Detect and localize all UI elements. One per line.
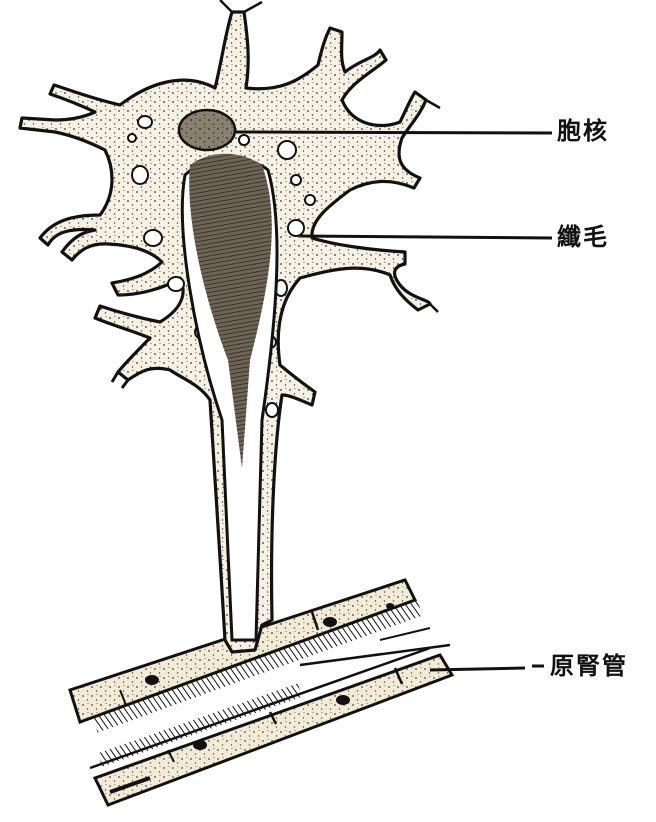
tubule-nucleus xyxy=(336,695,350,705)
label-cell-body: 胞核 xyxy=(557,119,609,143)
tubule-nucleus xyxy=(193,740,207,750)
tubule-nucleus xyxy=(323,617,337,627)
leader-line-cilia xyxy=(300,236,552,238)
flame-cell-body xyxy=(20,0,440,652)
leader-line-tubule xyxy=(430,668,525,670)
label-tubule: 原腎管 xyxy=(550,654,628,678)
tubule-nucleus xyxy=(145,675,159,685)
label-cilia: 纖毛 xyxy=(557,225,609,249)
leader-line-cell-body xyxy=(236,132,552,133)
